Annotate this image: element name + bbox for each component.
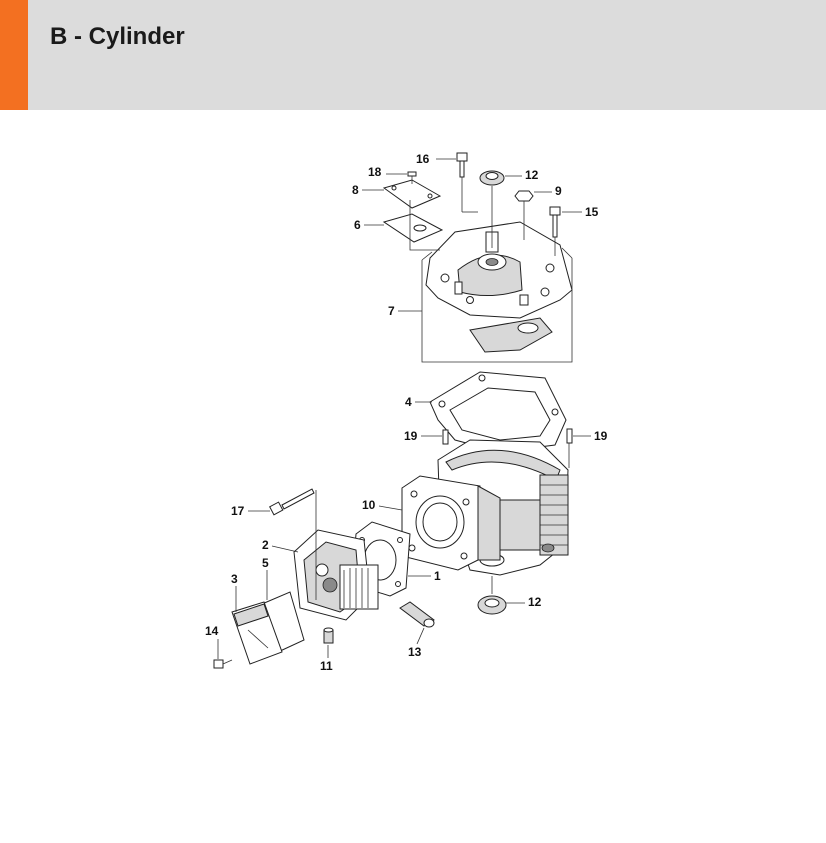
callout-10: 10 [362,498,403,512]
callout-18: 18 [368,165,407,179]
callout-3: 3 [231,572,238,612]
accent-bar [0,0,28,110]
cylinder-head-2 [293,529,379,621]
svg-text:3: 3 [231,572,238,586]
svg-text:4: 4 [405,395,412,409]
rocker-cover-3 [231,601,283,665]
callout-6: 6 [354,218,384,232]
cylinder-10 [401,475,501,571]
callout-12-bottom: 12 [506,595,542,609]
crankcase-gasket-4 [429,371,567,453]
svg-text:12: 12 [525,168,539,182]
header-band [0,0,826,110]
svg-text:9: 9 [555,184,562,198]
svg-text:6: 6 [354,218,361,232]
svg-text:2: 2 [262,538,269,552]
callout-1: 1 [408,569,441,583]
callout-12-top: 12 [505,168,539,182]
svg-text:12: 12 [528,595,542,609]
callout-19-right: 19 [573,429,608,443]
callout-9: 9 [534,184,562,198]
svg-text:19: 19 [404,429,418,443]
svg-text:17: 17 [231,504,245,518]
nut-9 [514,190,534,240]
callout-19-left: 19 [404,429,442,443]
oil-seal-12-top [479,170,505,248]
bolt-16 [456,152,478,213]
callout-2: 2 [262,538,299,553]
svg-text:5: 5 [262,556,269,570]
gasket-plate-6 [382,213,444,243]
gasket-plate-8 [382,179,442,209]
head-cooling-fins [343,568,369,608]
callout-8: 8 [352,183,384,197]
svg-text:16: 16 [416,152,430,166]
callout-11: 11 [320,645,333,673]
svg-text:19: 19 [594,429,608,443]
callout-7: 7 [388,304,422,318]
callout-17: 17 [231,504,270,518]
bolt-15 [549,206,561,256]
callout-14: 14 [205,624,219,659]
page-title: B - Cylinder [50,23,185,50]
svg-text:1: 1 [434,569,441,583]
oil-seal-12-bottom [477,576,507,615]
crankcase-cover-part [425,221,573,353]
pin-13 [399,601,435,628]
callout-4: 4 [405,395,432,409]
screw-18 [407,171,417,184]
screw-14 [213,659,233,669]
dowel-pin-19-right [566,428,573,444]
callout-5: 5 [262,556,269,600]
svg-text:18: 18 [368,165,382,179]
callout-13: 13 [408,627,425,659]
svg-text:14: 14 [205,624,219,638]
sleeve-11 [323,627,334,644]
svg-text:11: 11 [320,659,333,673]
svg-text:10: 10 [362,498,376,512]
svg-text:13: 13 [408,645,422,659]
svg-text:15: 15 [585,205,599,219]
dowel-pin-19-left [442,429,449,445]
callout-15: 15 [562,205,599,219]
svg-text:7: 7 [388,304,395,318]
bolt-17 [269,488,315,516]
svg-text:8: 8 [352,183,359,197]
callout-16: 16 [416,152,456,166]
